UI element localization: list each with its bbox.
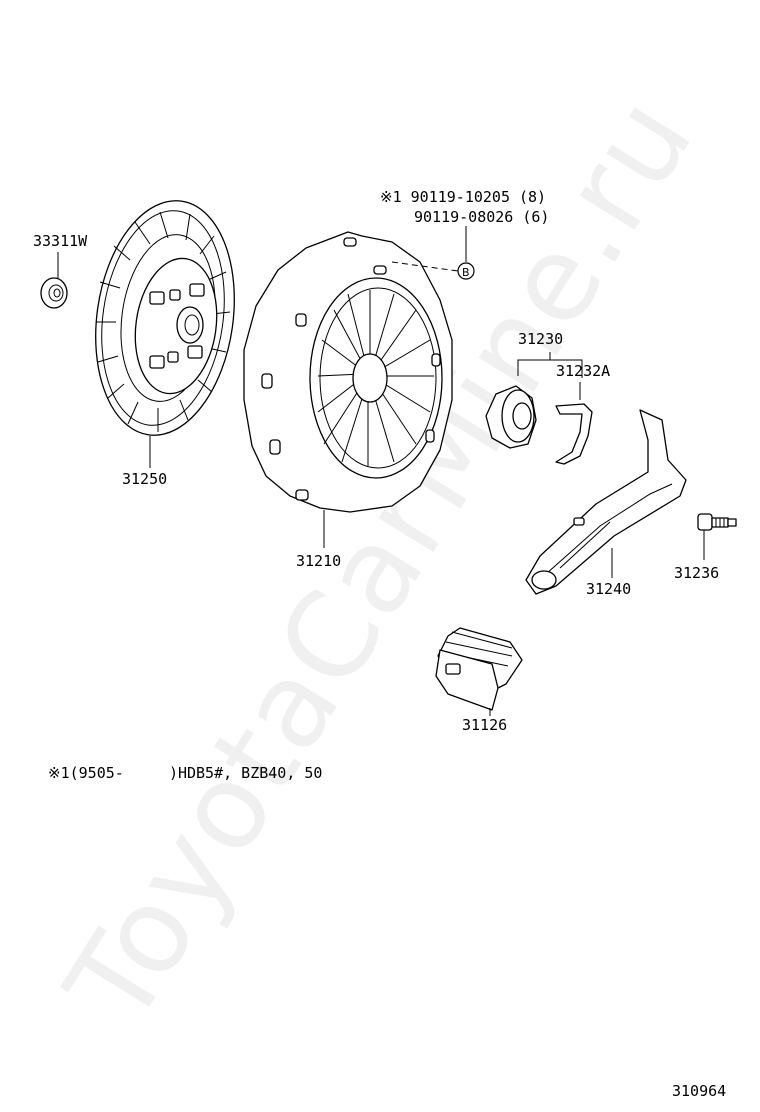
part-label-31250[interactable]: 31250 [122,470,167,488]
release-fork-drawing[interactable] [525,409,687,595]
clutch-disc-drawing[interactable] [81,192,249,445]
release-bearing-drawing[interactable] [485,385,537,449]
fork-boot-drawing[interactable] [435,627,523,711]
release-clip-drawing[interactable] [555,403,593,465]
diagram-id: 310964 [672,1082,726,1100]
clutch-cover-drawing[interactable] [243,231,453,513]
part-label-31232A[interactable]: 31232A [556,362,610,380]
part-label-31210[interactable]: 31210 [296,552,341,570]
bolt-badge-letter: B [462,266,470,279]
part-label-31126[interactable]: 31126 [462,716,507,734]
bolt-badge[interactable]: B [457,262,475,280]
pilot-bearing-drawing[interactable] [40,277,68,309]
part-label-33311W[interactable]: 33311W [33,232,88,250]
footnote-applicability: ※1(9505- )HDB5#, BZB40, 50 [48,764,323,782]
leader-bolt [391,261,459,272]
pivot-stud-drawing[interactable] [697,513,737,531]
bolt-note-line-1[interactable]: ※1 90119-10205 (8) [380,188,546,206]
part-label-31240[interactable]: 31240 [586,580,631,598]
part-label-31236[interactable]: 31236 [674,564,719,582]
bolt-note-line-2[interactable]: 90119-08026 (6) [414,208,549,226]
part-label-31230[interactable]: 31230 [518,330,563,348]
